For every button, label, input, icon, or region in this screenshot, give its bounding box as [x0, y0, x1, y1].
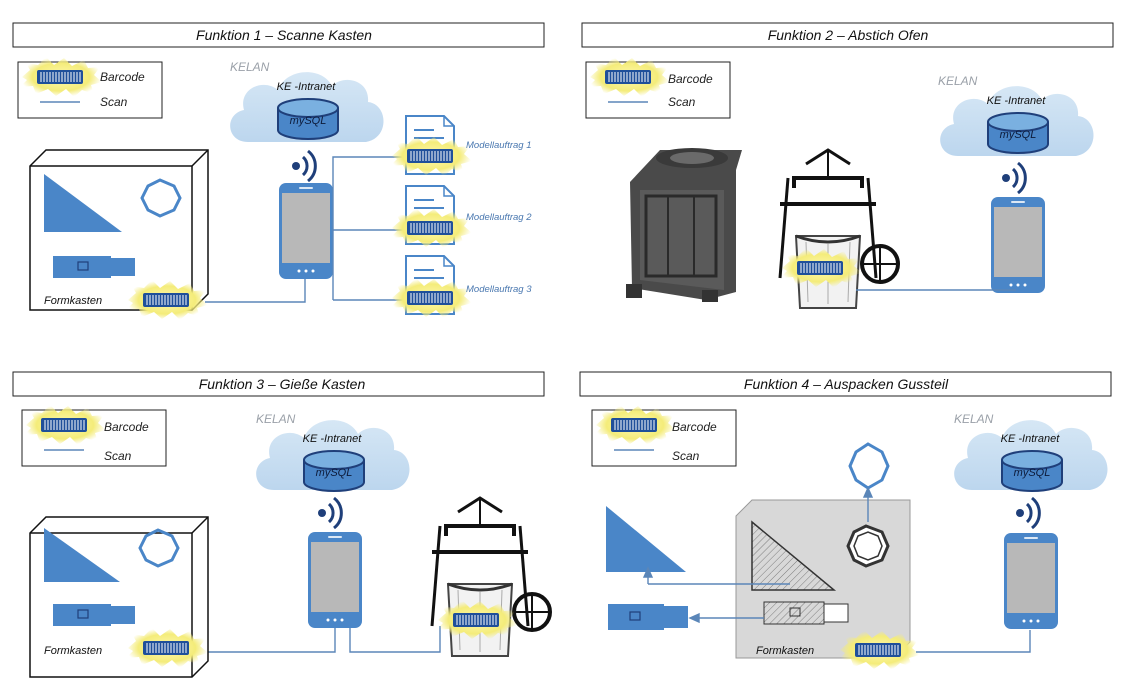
- panel-3-title: Funktion 3 – Gieße Kasten: [199, 376, 366, 392]
- rectangle-pattern-icon: [53, 604, 135, 626]
- panel-function-3: Funktion 3 – Gieße Kasten Barcode Scan m…: [12, 371, 552, 678]
- legend-barcode-label: Barcode: [668, 72, 713, 86]
- smartphone-icon: [1004, 533, 1058, 629]
- scan-line: [205, 279, 306, 303]
- document-label-2: Modellauftrag 2: [466, 212, 532, 223]
- smartphone-icon: [991, 197, 1045, 293]
- octagon-pattern-icon: [848, 442, 890, 490]
- barcode-icon: [389, 277, 473, 319]
- legend-barcode-label: Barcode: [100, 70, 145, 84]
- cloud-label: KELAN: [256, 412, 296, 426]
- panel-function-4: Funktion 4 – Auspacken Gussteil Barcode …: [579, 371, 1112, 671]
- document-label-3: Modellauftrag 3: [466, 284, 532, 295]
- legend-scan-label: Scan: [672, 449, 700, 463]
- triangle-pattern-icon: [44, 174, 122, 232]
- cloud-icon: mySQL: [256, 420, 410, 492]
- cloud-icon: mySQL: [230, 72, 384, 142]
- panel-2-title-box: [581, 22, 1114, 48]
- db-label: mySQL: [1000, 129, 1037, 141]
- triangle-pattern-icon: [44, 528, 120, 582]
- panel-2-legend: Barcode Scan: [586, 57, 730, 118]
- formkasten-label: Formkasten: [44, 295, 102, 307]
- panel-4-title: Funktion 4 – Auspacken Gussteil: [744, 376, 949, 392]
- panel-1-title: Funktion 1 – Scanne Kasten: [196, 27, 372, 43]
- wifi-signal-icon: [1000, 161, 1027, 195]
- scan-line: [916, 630, 1031, 653]
- formkasten-label: Formkasten: [756, 645, 814, 657]
- wifi-signal-icon: [1014, 496, 1041, 530]
- barcode-icon: [389, 135, 473, 177]
- octagon-pattern-icon: [138, 528, 180, 568]
- barcode-icon: [592, 405, 736, 466]
- cloud-icon: mySQL: [940, 86, 1094, 156]
- cloud-icon: mySQL: [954, 420, 1108, 492]
- document-label-1: Modellauftrag 1: [466, 140, 531, 151]
- scan-line: [206, 628, 336, 653]
- wifi-signal-icon: [316, 496, 343, 530]
- panel-4-title-box: [579, 371, 1112, 397]
- db-label: mySQL: [316, 467, 353, 479]
- panel-2-title: Funktion 2 – Abstich Ofen: [768, 27, 929, 43]
- panel-1-legend: Barcode Scan: [18, 57, 162, 118]
- barcode-icon: [389, 207, 473, 249]
- panel-function-2: Funktion 2 – Abstich Ofen Barcode Scan m…: [581, 22, 1114, 310]
- legend-barcode-label: Barcode: [672, 420, 717, 434]
- cloud-label: KELAN: [954, 412, 994, 426]
- panel-4-legend: Barcode Scan: [592, 405, 736, 466]
- scan-line: [349, 626, 441, 653]
- db-label: mySQL: [1014, 467, 1051, 479]
- ladle-icon: [778, 148, 900, 310]
- scan-line: [332, 156, 410, 230]
- legend-scan-label: Scan: [100, 95, 128, 109]
- barcode-icon: [18, 57, 162, 118]
- wifi-signal-icon: [290, 149, 317, 183]
- legend-barcode-label: Barcode: [104, 420, 149, 434]
- furnace-icon: [626, 148, 742, 302]
- cloud-label: KELAN: [938, 74, 978, 88]
- intranet-label: KE -Intranet: [277, 81, 337, 93]
- intranet-label: KE -Intranet: [303, 433, 363, 445]
- formkasten-box-opened: [735, 499, 911, 659]
- intranet-label: KE -Intranet: [987, 95, 1047, 107]
- triangle-pattern-icon: [606, 506, 686, 572]
- cloud-label: KELAN: [230, 60, 270, 74]
- rectangle-pattern-icon: [53, 256, 135, 278]
- legend-scan-label: Scan: [668, 95, 696, 109]
- panel-3-legend: Barcode Scan: [22, 405, 166, 466]
- intranet-label: KE -Intranet: [1001, 433, 1061, 445]
- smartphone-icon: [279, 183, 333, 279]
- barcode-icon: [586, 57, 730, 118]
- legend-scan-label: Scan: [104, 449, 132, 463]
- octagon-pattern-icon: [140, 178, 182, 218]
- panel-function-1: Funktion 1 – Scanne Kasten Barcode Scan …: [12, 22, 545, 321]
- rectangle-pattern-icon: [608, 604, 688, 630]
- smartphone-icon: [308, 532, 362, 628]
- formkasten-label: Formkasten: [44, 645, 102, 657]
- panel-1-title-box: [12, 22, 545, 48]
- db-label: mySQL: [290, 115, 327, 127]
- barcode-icon: [22, 405, 166, 466]
- panel-3-title-box: [12, 371, 545, 397]
